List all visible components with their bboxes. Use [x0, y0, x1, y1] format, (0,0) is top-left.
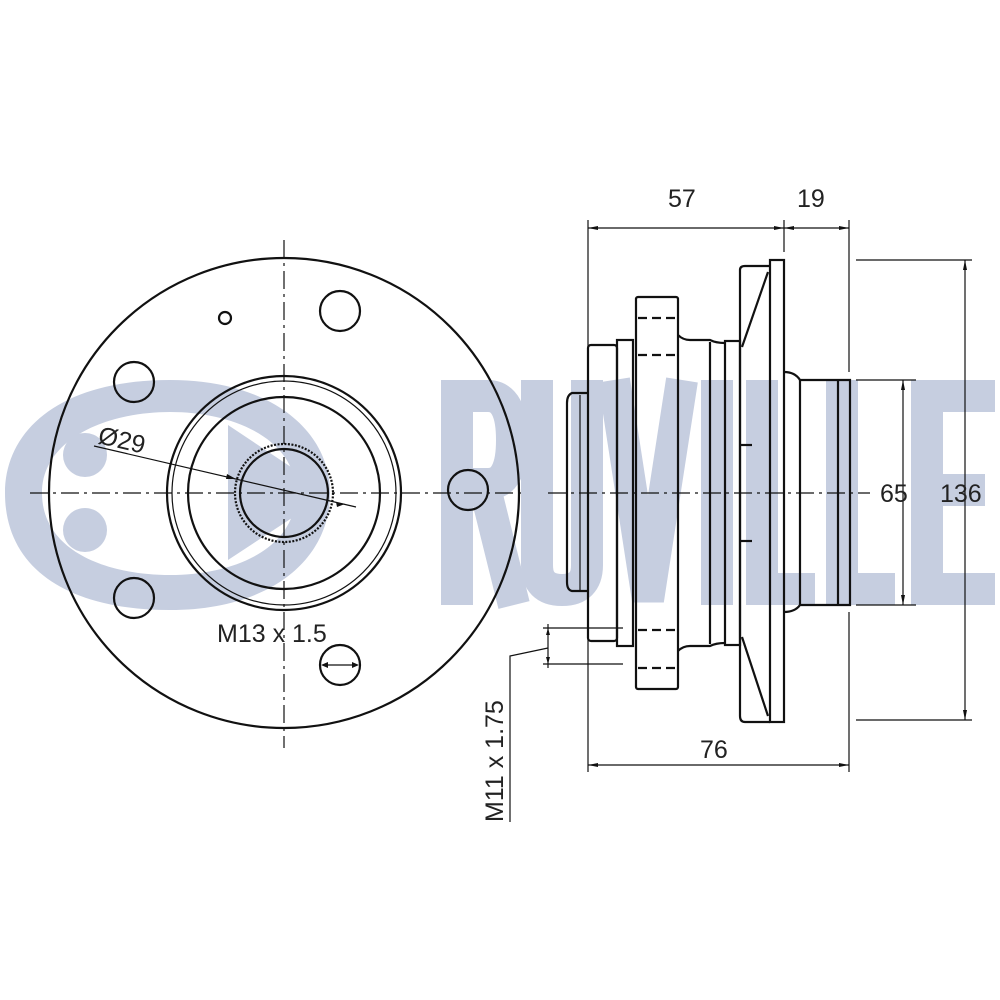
hub-inner-ring [186, 395, 382, 591]
seal-ring [615, 338, 635, 648]
mounting-thread-label: M11 x 1.75 [481, 700, 509, 822]
ruville-logo-watermark [5, 377, 995, 610]
dimension-57: 57 [668, 185, 696, 213]
mounting-flange [634, 295, 680, 691]
spline-inner [238, 447, 330, 539]
wheel-spigot [783, 370, 852, 614]
logo-dot [63, 508, 107, 552]
dimensions: 57 19 76 136 65 M11 x 1.75 [481, 185, 982, 822]
dimension-19: 19 [797, 185, 825, 213]
hub-ring [171, 380, 397, 606]
dimension-76: 76 [700, 736, 728, 764]
wheel-flange-plate [768, 258, 786, 724]
bolt-hole [318, 289, 362, 333]
flange-taper [738, 264, 770, 724]
logo-letter-e [911, 380, 995, 605]
bore-diameter-leader [93, 445, 357, 508]
dimension-136: 136 [940, 480, 982, 508]
logo-wordmark [441, 377, 995, 609]
wheel-bolt-thread-label: M13 x 1.5 [217, 620, 327, 648]
logo-letter-u [521, 380, 603, 607]
hub-neck [677, 334, 726, 652]
bolt-hole [446, 468, 490, 512]
hub-outer-ring [165, 374, 403, 612]
bolt-hole [112, 576, 156, 620]
inner-stub [565, 391, 588, 593]
logo-dot [63, 433, 107, 477]
side-view: 57 19 76 136 65 M11 x 1.75 [481, 185, 982, 822]
logo-letter-l [746, 380, 815, 605]
thread-leader [509, 647, 549, 822]
dimension-65: 65 [880, 480, 908, 508]
locating-hole [217, 310, 233, 326]
logo-letter-l [826, 380, 895, 605]
logo-letter-v [598, 377, 698, 603]
bolt-hole [112, 360, 156, 404]
flange-outline [47, 256, 521, 730]
spline-outer [233, 442, 335, 544]
bolt-hole [318, 643, 362, 687]
